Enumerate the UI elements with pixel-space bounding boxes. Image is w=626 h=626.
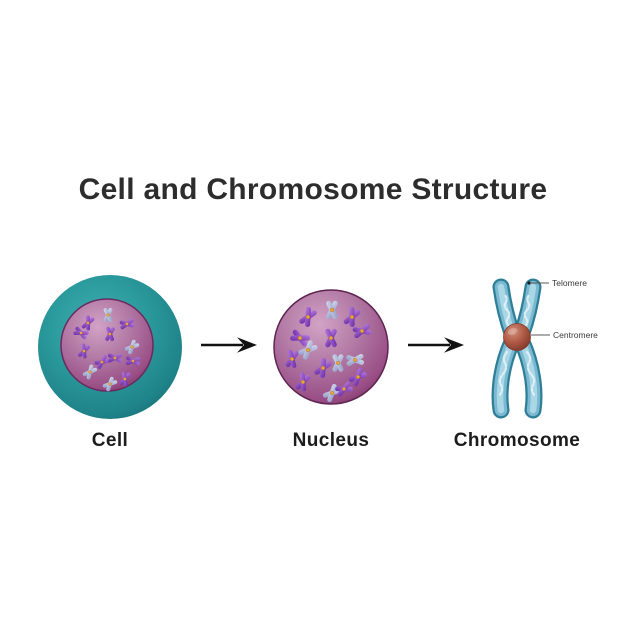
centromere-highlight [507,327,518,336]
telomere-dot [527,281,531,285]
arrow-head-icon [444,337,464,353]
centromere-label: Centromere [553,330,598,340]
dna-texture [525,350,537,398]
cell-to-nucleus-arrow [201,337,257,353]
telomere-label: Telomere [552,278,587,288]
cell-label: Cell [92,430,128,451]
dna-texture [523,293,531,328]
chromosome-label: Chromosome [454,430,580,451]
centromere-ball [503,323,531,351]
centromere-annotation: Centromere [531,330,598,340]
arrow-head-icon [237,337,257,353]
chromosome-illustration: Telomere Centromere [491,278,598,419]
dna-texture [503,293,511,328]
cell-illustration [38,275,182,419]
dna-texture [497,350,509,398]
page-title: Cell and Chromosome Structure [79,173,548,206]
nucleus-label: Nucleus [293,430,370,451]
nucleus-to-chromosome-arrow [408,337,464,353]
telomere-annotation: Telomere [527,278,587,288]
nucleus-illustration [273,289,389,405]
